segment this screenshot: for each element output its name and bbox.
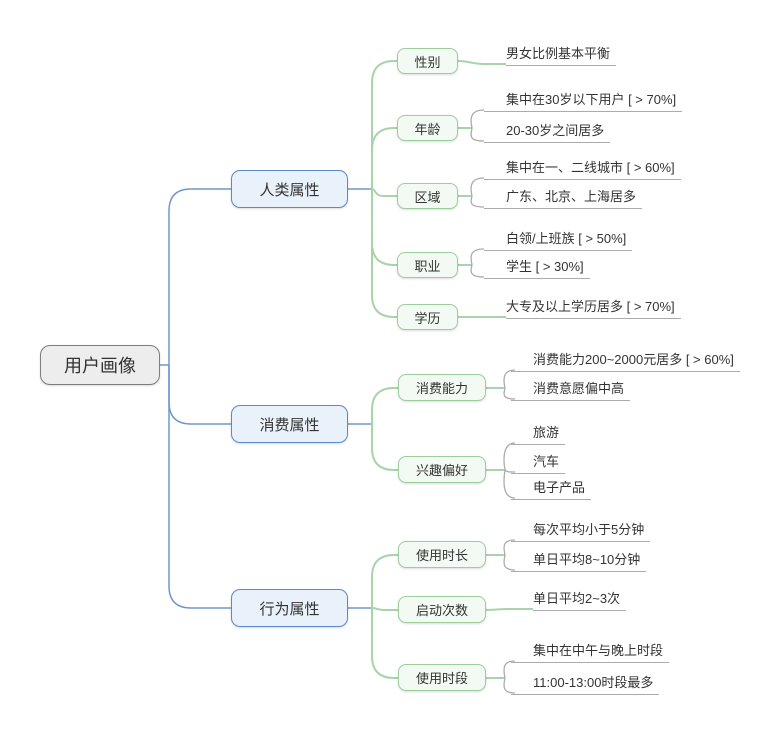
connector-age-leaf-2 bbox=[470, 127, 485, 142]
branch-human-attributes[interactable]: 人类属性 bbox=[231, 170, 348, 208]
leaf-interest-2[interactable]: 汽车 bbox=[511, 453, 566, 474]
leaf-gender-1[interactable]: 男女比例基本平衡 bbox=[506, 45, 617, 66]
subtopic-age[interactable]: 年龄 bbox=[397, 115, 458, 141]
connector-to-spending bbox=[371, 387, 398, 424]
connector-root-to-consume bbox=[168, 365, 231, 425]
leaf-education-1[interactable]: 大专及以上学历居多 [ > 70%] bbox=[506, 298, 681, 319]
subtopic-launches[interactable]: 启动次数 bbox=[398, 596, 486, 623]
leaf-spending-2[interactable]: 消费意愿偏中高 bbox=[511, 380, 631, 401]
connector-launches-leaf bbox=[485, 608, 533, 611]
connector-to-age bbox=[371, 127, 397, 189]
leaf-duration-2[interactable]: 单日平均8~10分钟 bbox=[511, 551, 647, 572]
leaf-age-2[interactable]: 20-30岁之间居多 bbox=[484, 122, 611, 143]
leaf-timeslot-2[interactable]: 11:00-13:00时段最多 bbox=[511, 674, 660, 695]
connector-to-occupation bbox=[371, 189, 397, 266]
connector-to-duration bbox=[371, 554, 398, 608]
leaf-spending-1[interactable]: 消费能力200~2000元居多 [ > 60%] bbox=[511, 351, 740, 372]
connector-to-launches bbox=[371, 607, 398, 611]
leaf-occupation-2[interactable]: 学生 [ > 30%] bbox=[484, 258, 590, 279]
subtopic-region[interactable]: 区域 bbox=[397, 183, 458, 209]
leaf-duration-1[interactable]: 每次平均小于5分钟 bbox=[511, 521, 651, 542]
leaf-age-1[interactable]: 集中在30岁以下用户 [ > 70%] bbox=[484, 91, 683, 112]
connector-to-timeslot bbox=[371, 608, 398, 679]
leaf-occupation-1[interactable]: 白领/上班族 [ > 50%] bbox=[484, 230, 633, 251]
leaf-region-2[interactable]: 广东、北京、上海居多 bbox=[484, 188, 643, 209]
subtopic-interest[interactable]: 兴趣偏好 bbox=[398, 456, 486, 483]
subtopic-education[interactable]: 学历 bbox=[397, 304, 458, 330]
connector-to-region bbox=[371, 188, 397, 197]
connector-age-leaf-1 bbox=[470, 109, 485, 129]
leaf-region-1[interactable]: 集中在一、二线城市 [ > 60%] bbox=[484, 159, 681, 180]
connector-to-interest bbox=[371, 424, 398, 471]
branch-behavior-attributes[interactable]: 行为属性 bbox=[231, 589, 348, 627]
connector-root-to-human bbox=[168, 188, 231, 365]
connector-gender-leaf bbox=[457, 60, 506, 65]
subtopic-gender[interactable]: 性别 bbox=[397, 48, 458, 74]
connector-region-leaf-2 bbox=[470, 195, 485, 208]
connector-occupation-leaf-1 bbox=[470, 248, 485, 266]
subtopic-timeslot[interactable]: 使用时段 bbox=[398, 664, 486, 691]
connector-region-leaf-1 bbox=[470, 177, 485, 197]
branch-consume-attributes[interactable]: 消费属性 bbox=[231, 405, 348, 443]
root-topic[interactable]: 用户画像 bbox=[40, 345, 160, 385]
connector-root-to-behavior bbox=[168, 365, 231, 609]
leaf-interest-3[interactable]: 电子产品 bbox=[511, 479, 592, 500]
leaf-timeslot-1[interactable]: 集中在中午与晚上时段 bbox=[511, 642, 670, 663]
subtopic-duration[interactable]: 使用时长 bbox=[398, 541, 486, 568]
subtopic-spending[interactable]: 消费能力 bbox=[398, 374, 486, 401]
leaf-launches-1[interactable]: 单日平均2~3次 bbox=[533, 590, 627, 611]
connector-to-education bbox=[371, 189, 397, 318]
connector-to-gender bbox=[371, 60, 397, 189]
connector-occupation-leaf-2 bbox=[470, 264, 485, 278]
subtopic-occupation[interactable]: 职业 bbox=[397, 252, 458, 278]
leaf-interest-1[interactable]: 旅游 bbox=[511, 424, 566, 445]
